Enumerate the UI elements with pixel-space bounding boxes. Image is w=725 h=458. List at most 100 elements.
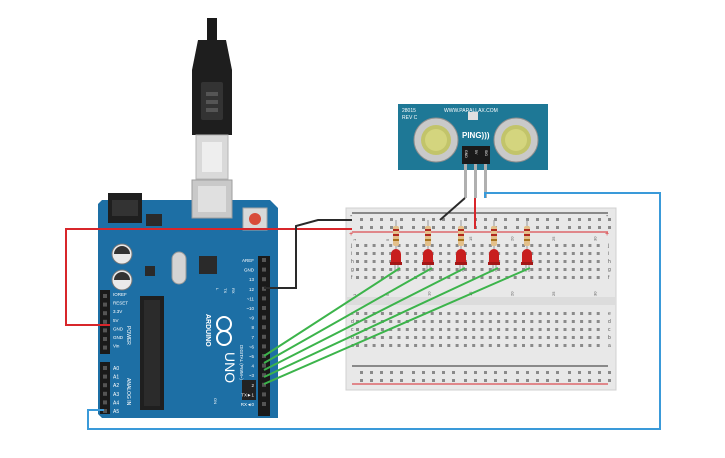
rail-hole [400, 379, 403, 382]
resistor [425, 220, 431, 252]
breadboard-hole [430, 344, 434, 347]
breadboard-hole [580, 336, 584, 339]
breadboard-hole [530, 320, 534, 323]
rail-hole [360, 371, 363, 374]
arduino-brand-label: ARDUINO [204, 314, 211, 347]
breadboard-hole [538, 244, 542, 247]
breadboard-hole [538, 328, 542, 331]
rail-hole [380, 218, 383, 221]
breadboard-hole [538, 320, 542, 323]
breadboard-hole [422, 344, 426, 347]
breadboard-hole [380, 276, 384, 279]
row-letter: e [608, 311, 611, 317]
row-letter: d [351, 319, 354, 325]
breadboard-hole [513, 268, 517, 271]
breadboard-hole [372, 276, 376, 279]
rail-hole [516, 379, 519, 382]
breadboard-hole [455, 328, 459, 331]
breadboard-hole [372, 328, 376, 331]
breadboard-hole [356, 336, 359, 339]
power-pin-label: 5V [113, 318, 119, 323]
rail-hole [370, 371, 373, 374]
rail-hole [578, 379, 581, 382]
sensor-pin-label: 5V [474, 150, 478, 155]
breadboard-hole [596, 328, 600, 331]
board-led-label: L [215, 288, 220, 291]
breadboard-hole [439, 312, 442, 315]
wire-pin4-green [263, 267, 466, 371]
breadboard-hole [522, 336, 525, 339]
breadboard-hole [563, 344, 567, 347]
arduino-model-label: UNO [222, 352, 238, 383]
digital-pin-label: ~9 [249, 316, 255, 321]
breadboard-hole [555, 328, 559, 331]
breadboard-hole [580, 344, 584, 347]
breadboard-hole [472, 252, 476, 255]
breadboard-hole [389, 268, 393, 271]
breadboard-hole [439, 328, 442, 331]
breadboard-hole [356, 244, 359, 247]
breadboard-hole [538, 252, 542, 255]
rail-hole [536, 371, 539, 374]
rail-hole [442, 226, 445, 229]
rail-hole [504, 226, 507, 229]
breadboard-hole [364, 252, 368, 255]
breadboard-hole [472, 328, 476, 331]
breadboard-hole [364, 268, 368, 271]
rail-hole [608, 218, 611, 221]
breadboard-hole [364, 260, 368, 263]
breadboard-hole [447, 244, 451, 247]
rail-hole [608, 379, 611, 382]
power-pin-label: GND [113, 335, 124, 340]
breadboard-hole [488, 244, 492, 247]
resistor [524, 220, 530, 252]
rail-hole [494, 379, 497, 382]
digital-pin-label: ~3 [249, 373, 255, 378]
breadboard-hole [397, 320, 401, 323]
breadboard-hole [546, 244, 550, 247]
header-hole [262, 402, 266, 406]
breadboard-hole [430, 244, 434, 247]
breadboard-hole [563, 328, 567, 331]
breadboard-hole [563, 252, 567, 255]
breadboard-hole [530, 268, 534, 271]
rail-hole [422, 371, 425, 374]
breadboard-hole [596, 244, 600, 247]
digital-header-title: DIGITAL (PWM~) [239, 345, 244, 380]
breadboard-hole [364, 320, 368, 323]
breadboard-hole [447, 344, 451, 347]
breadboard-hole [472, 312, 476, 315]
breadboard-hole [472, 276, 476, 279]
breadboard-hole [414, 336, 418, 339]
wire-pin3-green [263, 267, 499, 378]
header-hole [262, 344, 266, 349]
breadboard-hole [389, 276, 393, 279]
led [390, 249, 402, 272]
breadboard-hole [530, 244, 534, 247]
rail-hole [546, 226, 549, 229]
breadboard-hole [546, 344, 550, 347]
rail-hole [370, 379, 373, 382]
breadboard-hole [463, 320, 467, 323]
breadboard-hole [397, 244, 401, 247]
analog-header [100, 362, 110, 414]
header-hole [103, 383, 107, 388]
breadboard-hole [588, 344, 592, 347]
rail-hole [504, 371, 507, 374]
breadboard-hole [430, 336, 434, 339]
breadboard-hole [538, 312, 542, 315]
breadboard-hole [538, 336, 542, 339]
header-hole [103, 319, 107, 324]
rail-hole [608, 371, 611, 374]
rail-hole [432, 218, 435, 221]
breadboard-hole [447, 260, 451, 263]
usb-cable-cord [207, 18, 217, 40]
breadboard-hole [364, 312, 368, 315]
breadboard-hole [488, 312, 492, 315]
breadboard-hole [546, 252, 550, 255]
breadboard-hole [463, 344, 467, 347]
breadboard-hole [455, 268, 459, 271]
wire-pin5-green [263, 267, 433, 364]
